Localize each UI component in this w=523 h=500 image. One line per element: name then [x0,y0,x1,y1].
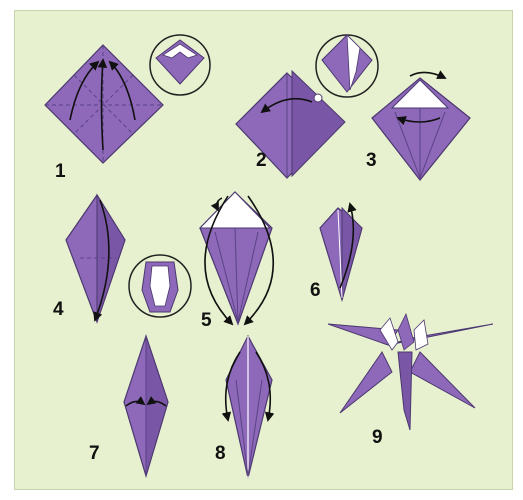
step-number-1: 1 [55,161,66,182]
step-5-figure [200,192,273,324]
step-4-figure [66,195,125,322]
inset-detail-2 [316,35,378,97]
step-number-2: 2 [256,150,267,171]
step-8-figure [226,336,272,478]
step-3-figure [372,72,470,180]
inset-detail-1 [150,35,210,95]
step-7-figure [124,336,168,476]
step-9-figure [328,314,493,430]
step-number-9: 9 [372,427,383,448]
step-1-figure [45,45,163,163]
step-number-7: 7 [89,443,100,464]
step-number-8: 8 [215,443,226,464]
step-number-6: 6 [310,280,321,301]
step-6-figure [320,204,362,300]
step-number-5: 5 [201,310,212,331]
inset-detail-3 [129,255,191,317]
step-number-4: 4 [53,299,64,320]
step-number-3: 3 [366,150,377,171]
